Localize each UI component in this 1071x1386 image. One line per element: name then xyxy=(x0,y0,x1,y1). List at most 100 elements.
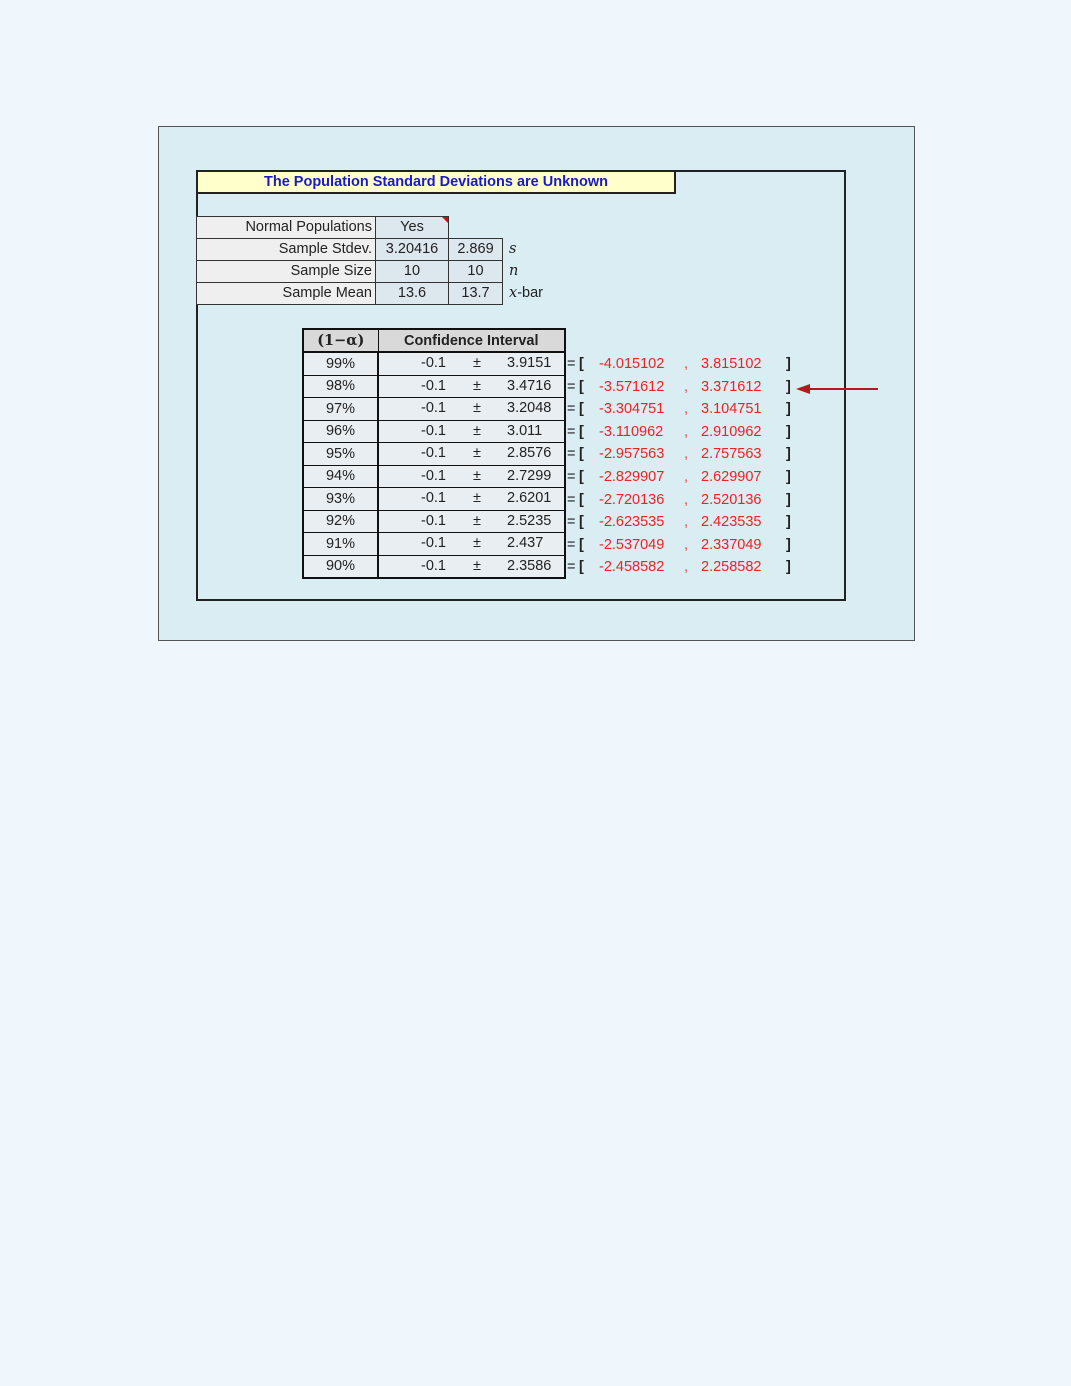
symbol-n: n xyxy=(509,263,519,279)
margin-of-error: 2.6201 xyxy=(507,490,552,506)
ci-row: 95%-0.1±2.8576 xyxy=(302,442,566,466)
lower-bound: -2.829907 xyxy=(599,469,665,485)
margin-of-error: 2.3586 xyxy=(507,557,552,574)
comma: , xyxy=(684,491,689,508)
confidence-level-cell[interactable]: 99% xyxy=(302,351,379,376)
plus-minus-icon: ± xyxy=(473,535,481,551)
param-label: Normal Populations xyxy=(196,216,376,239)
equals-sign: = xyxy=(567,469,576,485)
size-1-cell[interactable]: 10 xyxy=(375,260,449,283)
lower-bound: -3.304751 xyxy=(599,401,665,418)
equals-sign: = xyxy=(567,356,576,372)
upper-bound: 2.337049 xyxy=(701,536,762,553)
stdev-2-cell[interactable]: 2.869 xyxy=(448,238,503,261)
equals-sign: = xyxy=(567,491,576,508)
margin-of-error: 3.2048 xyxy=(507,400,552,416)
params-row-mean: Sample Mean 13.6 13.7 x-bar xyxy=(196,282,546,305)
confidence-level-cell[interactable]: 97% xyxy=(302,397,379,421)
interval-estimate-cell[interactable]: -0.1 ±3.2048 xyxy=(377,397,566,421)
point-estimate: -0.1 xyxy=(421,400,446,416)
comma: , xyxy=(684,469,689,485)
plus-minus-icon: ± xyxy=(473,512,481,529)
worksheet-title: The Population Standard Deviations are U… xyxy=(196,170,676,194)
interval-estimate-cell[interactable]: -0.1±2.7299 xyxy=(377,464,566,488)
ci-row: 94%-0.1±2.7299 xyxy=(302,464,566,488)
confidence-level-cell[interactable]: 96% xyxy=(302,419,379,443)
confidence-level-header: (1−α) xyxy=(302,328,379,353)
comma: , xyxy=(684,356,689,372)
comma: , xyxy=(684,423,689,440)
margin-of-error: 2.437 xyxy=(507,535,544,551)
upper-bound: 2.757563 xyxy=(701,446,762,463)
point-estimate: -0.1 xyxy=(421,490,446,506)
close-bracket: ] xyxy=(786,356,791,372)
plus-minus-icon: ± xyxy=(473,377,481,394)
params-row-stdev: Sample Stdev. 3.20416 2.869 s xyxy=(196,238,546,261)
stdev-1-cell[interactable]: 3.20416 xyxy=(375,238,449,261)
ci-row: 93%-0.1±2.6201 xyxy=(302,487,566,511)
upper-bound: 2.423535 xyxy=(701,514,762,531)
open-bracket: [ xyxy=(579,514,584,531)
confidence-level-cell[interactable]: 93% xyxy=(302,487,379,511)
interval-estimate-cell[interactable]: -0.1±2.8576 xyxy=(377,442,566,466)
symbol-xbar: x-bar xyxy=(509,285,543,301)
upper-bound: 3.104751 xyxy=(701,401,762,418)
mean-2-cell[interactable]: 13.7 xyxy=(448,282,503,305)
ci-row: 97% -0.1 ±3.2048 xyxy=(302,397,566,421)
confidence-level-cell[interactable]: 94% xyxy=(302,464,379,488)
equals-sign: = xyxy=(567,514,576,531)
comma: , xyxy=(684,378,689,395)
plus-minus-icon: ± xyxy=(473,355,481,371)
lower-bound: -3.571612 xyxy=(599,378,665,395)
plus-minus-icon: ± xyxy=(473,422,481,439)
params-row-normal: Normal Populations Yes xyxy=(196,216,546,239)
confidence-level-cell[interactable]: 91% xyxy=(302,532,379,556)
interval-estimate-cell[interactable]: -0.1 ±2.5235 xyxy=(377,509,566,533)
point-estimate: -0.1 xyxy=(421,377,446,394)
point-estimate: -0.1 xyxy=(421,422,446,439)
confidence-level-cell[interactable]: 95% xyxy=(302,442,379,466)
close-bracket: ] xyxy=(786,514,791,531)
margin-of-error: 3.4716 xyxy=(507,377,552,394)
plus-minus-icon: ± xyxy=(473,557,481,574)
interval-estimate-cell[interactable]: -0.1 ±2.437 xyxy=(377,532,566,556)
close-bracket: ] xyxy=(786,536,791,553)
open-bracket: [ xyxy=(579,446,584,463)
point-estimate: -0.1 xyxy=(421,535,446,551)
upper-bound: 2.258582 xyxy=(701,559,762,576)
point-estimate: -0.1 xyxy=(421,512,446,529)
equals-sign: = xyxy=(567,559,576,576)
point-estimate: -0.1 xyxy=(421,355,446,371)
lower-bound: -2.458582 xyxy=(599,559,665,576)
open-bracket: [ xyxy=(579,469,584,485)
confidence-level-cell[interactable]: 92% xyxy=(302,509,379,533)
normal-populations-cell[interactable]: Yes xyxy=(375,216,449,239)
interval-estimate-cell[interactable]: -0.1±3.9151 xyxy=(377,351,566,376)
confidence-level-cell[interactable]: 90% xyxy=(302,554,379,579)
interval-estimate-cell[interactable]: -0.1±2.3586 xyxy=(377,554,566,579)
comma: , xyxy=(684,514,689,531)
param-label: Sample Mean xyxy=(196,282,376,305)
interval-estimate-cell[interactable]: -0.1±2.6201 xyxy=(377,487,566,511)
equals-sign: = xyxy=(567,446,576,463)
interval-estimate-cell[interactable]: -0.1±3.011 xyxy=(377,419,566,443)
open-bracket: [ xyxy=(579,423,584,440)
confidence-level-cell[interactable]: 98% xyxy=(302,374,379,398)
margin-of-error: 2.5235 xyxy=(507,512,552,529)
ci-header-row: (1−α) Confidence Interval xyxy=(302,328,566,353)
upper-bound: 2.520136 xyxy=(701,491,762,508)
point-estimate: -0.1 xyxy=(421,445,446,461)
close-bracket: ] xyxy=(786,401,791,418)
mean-1-cell[interactable]: 13.6 xyxy=(375,282,449,305)
interval-estimate-cell[interactable]: -0.1 ±3.4716 xyxy=(377,374,566,398)
plus-minus-icon: ± xyxy=(473,400,481,416)
upper-bound: 3.371612 xyxy=(701,378,762,395)
close-bracket: ] xyxy=(786,469,791,485)
open-bracket: [ xyxy=(579,378,584,395)
equals-sign: = xyxy=(567,536,576,553)
ci-row: 98% -0.1 ±3.4716 xyxy=(302,374,566,398)
open-bracket: [ xyxy=(579,536,584,553)
comma: , xyxy=(684,536,689,553)
ci-row: 91% -0.1 ±2.437 xyxy=(302,532,566,556)
size-2-cell[interactable]: 10 xyxy=(448,260,503,283)
